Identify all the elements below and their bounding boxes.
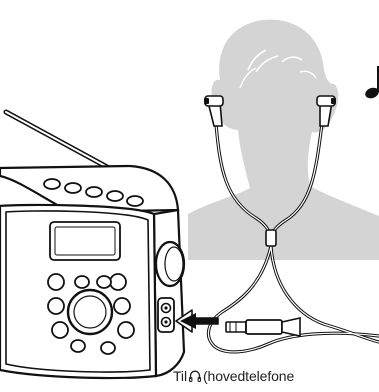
headphone-icon: [188, 370, 202, 382]
radio-display: [49, 221, 121, 261]
radio-body: [0, 164, 186, 380]
preset-buttons: [43, 178, 144, 207]
cable-splitter: [265, 229, 277, 247]
right-earbud: [316, 95, 336, 127]
headphone-jack: [157, 297, 175, 333]
left-earbud: [204, 95, 224, 127]
caption-prefix: Til: [173, 368, 187, 384]
caption-suffix: (hovedtelefone: [202, 368, 295, 384]
arrow-right-icon: [175, 309, 219, 333]
connector-caption: Til (hovedtelefone: [173, 368, 294, 384]
control-buttons: [47, 273, 135, 355]
music-note-icon: [365, 66, 379, 99]
headphone-plug: [225, 317, 301, 337]
volume-knob: [154, 240, 186, 288]
